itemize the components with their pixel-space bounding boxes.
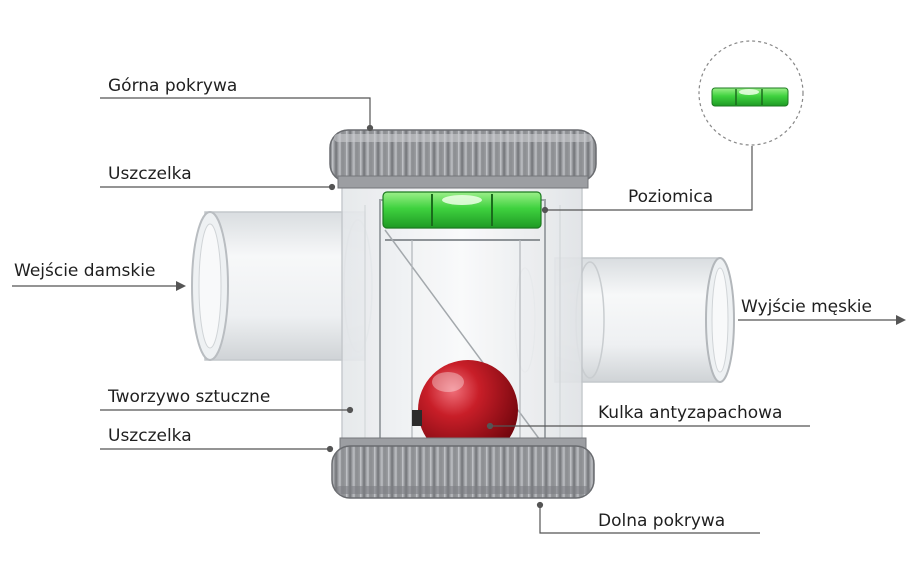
bubble-level bbox=[382, 191, 542, 229]
top-cover bbox=[329, 129, 597, 189]
label-seal-bottom: Uszczelka bbox=[108, 426, 192, 446]
label-level: Poziomica bbox=[628, 187, 714, 207]
label-anti-odor-ball: Kulka antyzapachowa bbox=[598, 403, 783, 423]
label-female-inlet: Wejście damskie bbox=[14, 261, 156, 281]
flow-arrows bbox=[12, 281, 906, 325]
leader-top-cover bbox=[100, 97, 371, 128]
leader-level bbox=[545, 146, 753, 211]
leader-bottom-cover bbox=[539, 505, 760, 534]
label-plastic: Tworzywo sztuczne bbox=[108, 387, 271, 407]
level-zoom-circle bbox=[698, 40, 804, 146]
anti-odor-ball bbox=[412, 360, 518, 460]
label-seal-top: Uszczelka bbox=[108, 164, 192, 184]
bottom-cover bbox=[331, 437, 595, 499]
leader-lines bbox=[100, 97, 810, 534]
label-male-outlet: Wyjście męskie bbox=[741, 297, 872, 317]
label-top-cover: Górna pokrywa bbox=[108, 76, 238, 96]
label-bottom-cover: Dolna pokrywa bbox=[598, 511, 726, 531]
